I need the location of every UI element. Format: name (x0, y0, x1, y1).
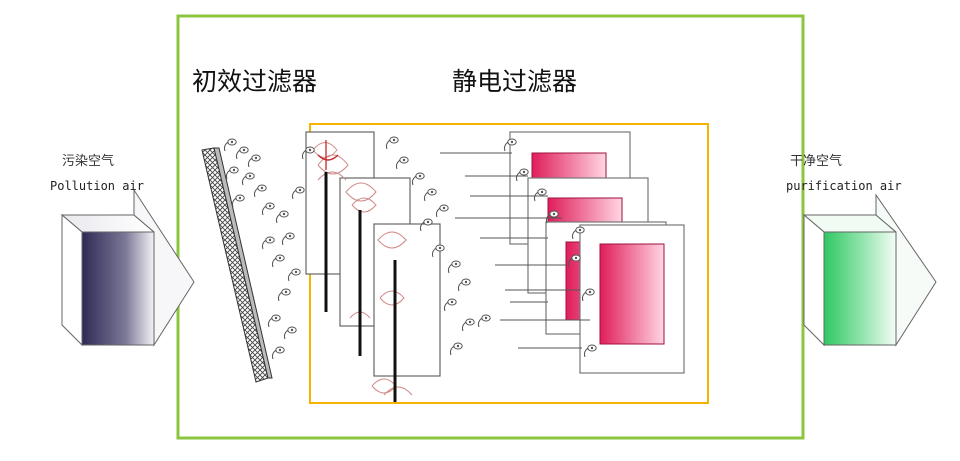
dust-particle-icon (223, 136, 597, 360)
dust-particle-tail (477, 317, 483, 328)
dust-particle-tail (261, 205, 267, 216)
dust-particle-tail (271, 349, 277, 360)
dust-particle-core (464, 280, 468, 284)
dust-particle-tail (385, 139, 391, 150)
dust-particle-core (522, 170, 526, 174)
dust-particle-core (294, 270, 298, 274)
dust-particle-tail (241, 175, 247, 186)
dust-particle-tail (461, 321, 467, 332)
dust-particle-core (230, 140, 234, 144)
dust-particle-core (274, 316, 278, 320)
dust-particle-core (454, 262, 458, 266)
inlet-cn-label: 污染空气 (62, 153, 114, 169)
dust-particle-tail (287, 271, 293, 282)
dust-particle-tail (423, 191, 429, 202)
dust-particle-core (588, 290, 592, 294)
dust-particle-core (254, 156, 258, 160)
dust-particle-core (590, 346, 594, 350)
dust-particle-core (278, 348, 282, 352)
dust-particle-tail (253, 187, 259, 198)
dust-particle-core (238, 196, 242, 200)
dust-particle-tail (281, 235, 287, 246)
dust-particle-tail (267, 317, 273, 328)
dust-particle-core (540, 190, 544, 194)
dust-particle-core (242, 148, 246, 152)
dust-particle-core (438, 246, 442, 250)
dust-particle-core (552, 212, 556, 216)
dust-particle-tail (503, 141, 509, 152)
dust-particle-core (430, 190, 434, 194)
dust-particle-core (288, 234, 292, 238)
dust-particle-tail (449, 345, 455, 356)
dust-particle-core (278, 256, 282, 260)
dust-particle-tail (283, 329, 289, 340)
dust-particle-core (268, 204, 272, 208)
dust-particle-core (248, 174, 252, 178)
inlet-arrow-icon (60, 188, 195, 347)
dust-particle-core (484, 316, 488, 320)
dust-particle-tail (291, 189, 297, 200)
dust-particle-core (290, 328, 294, 332)
dust-particle-tail (235, 149, 241, 160)
dust-particle-tail (261, 239, 267, 250)
dust-particle-tail (457, 281, 463, 292)
dust-particle-tail (567, 257, 573, 268)
dust-particle-core (392, 138, 396, 142)
dust-particle-tail (225, 169, 231, 180)
dust-particle-tail (571, 229, 577, 240)
dust-particle-core (574, 256, 578, 260)
dust-particle-core (450, 300, 454, 304)
dust-particle-core (402, 158, 406, 162)
dust-particle-tail (533, 191, 539, 202)
primary-filter-label: 初效过滤器 (192, 67, 317, 96)
dust-particle-core (510, 140, 514, 144)
dust-particle-tail (247, 157, 253, 168)
electrostatic-filter-label: 静电过滤器 (452, 67, 577, 96)
dust-particle-tail (443, 301, 449, 312)
dust-particle-tail (231, 197, 237, 208)
mesh-filter-icon (201, 147, 273, 383)
outlet-en-label: purification air (786, 179, 902, 193)
dust-particle-tail (431, 247, 437, 258)
dust-particle-core (468, 320, 472, 324)
dust-particle-core (308, 148, 312, 152)
outer-frame (176, 14, 805, 440)
dust-particle-tail (301, 149, 307, 160)
dust-particle-tail (583, 347, 589, 358)
collector-plates (440, 131, 685, 374)
dust-particle-core (232, 168, 236, 172)
outlet-cn-label: 干净空气 (790, 153, 842, 169)
dust-particle-core (298, 188, 302, 192)
dust-particle-tail (447, 263, 453, 274)
dust-particle-core (578, 228, 582, 232)
inlet-en-label: Pollution air (50, 179, 144, 193)
dust-particle-tail (545, 213, 551, 224)
dust-particle-tail (395, 159, 401, 170)
dust-particle-core (418, 174, 422, 178)
dust-particle-tail (581, 291, 587, 302)
dust-particle-tail (223, 141, 229, 152)
dust-particle-core (442, 206, 446, 210)
dust-particle-core (268, 238, 272, 242)
dust-particle-core (284, 290, 288, 294)
dust-particle-tail (419, 221, 425, 232)
dust-particle-tail (271, 257, 277, 268)
dust-particle-tail (515, 171, 521, 182)
dust-particle-tail (277, 291, 283, 302)
ionizer-plates (305, 131, 441, 402)
outlet-arrow-icon (802, 193, 937, 347)
dust-particle-tail (435, 207, 441, 218)
dust-particle-core (456, 344, 460, 348)
dust-particle-core (260, 186, 264, 190)
dust-particle-core (426, 220, 430, 224)
dust-particle-tail (275, 213, 281, 224)
dust-particle-core (282, 212, 286, 216)
dust-particle-tail (411, 175, 417, 186)
